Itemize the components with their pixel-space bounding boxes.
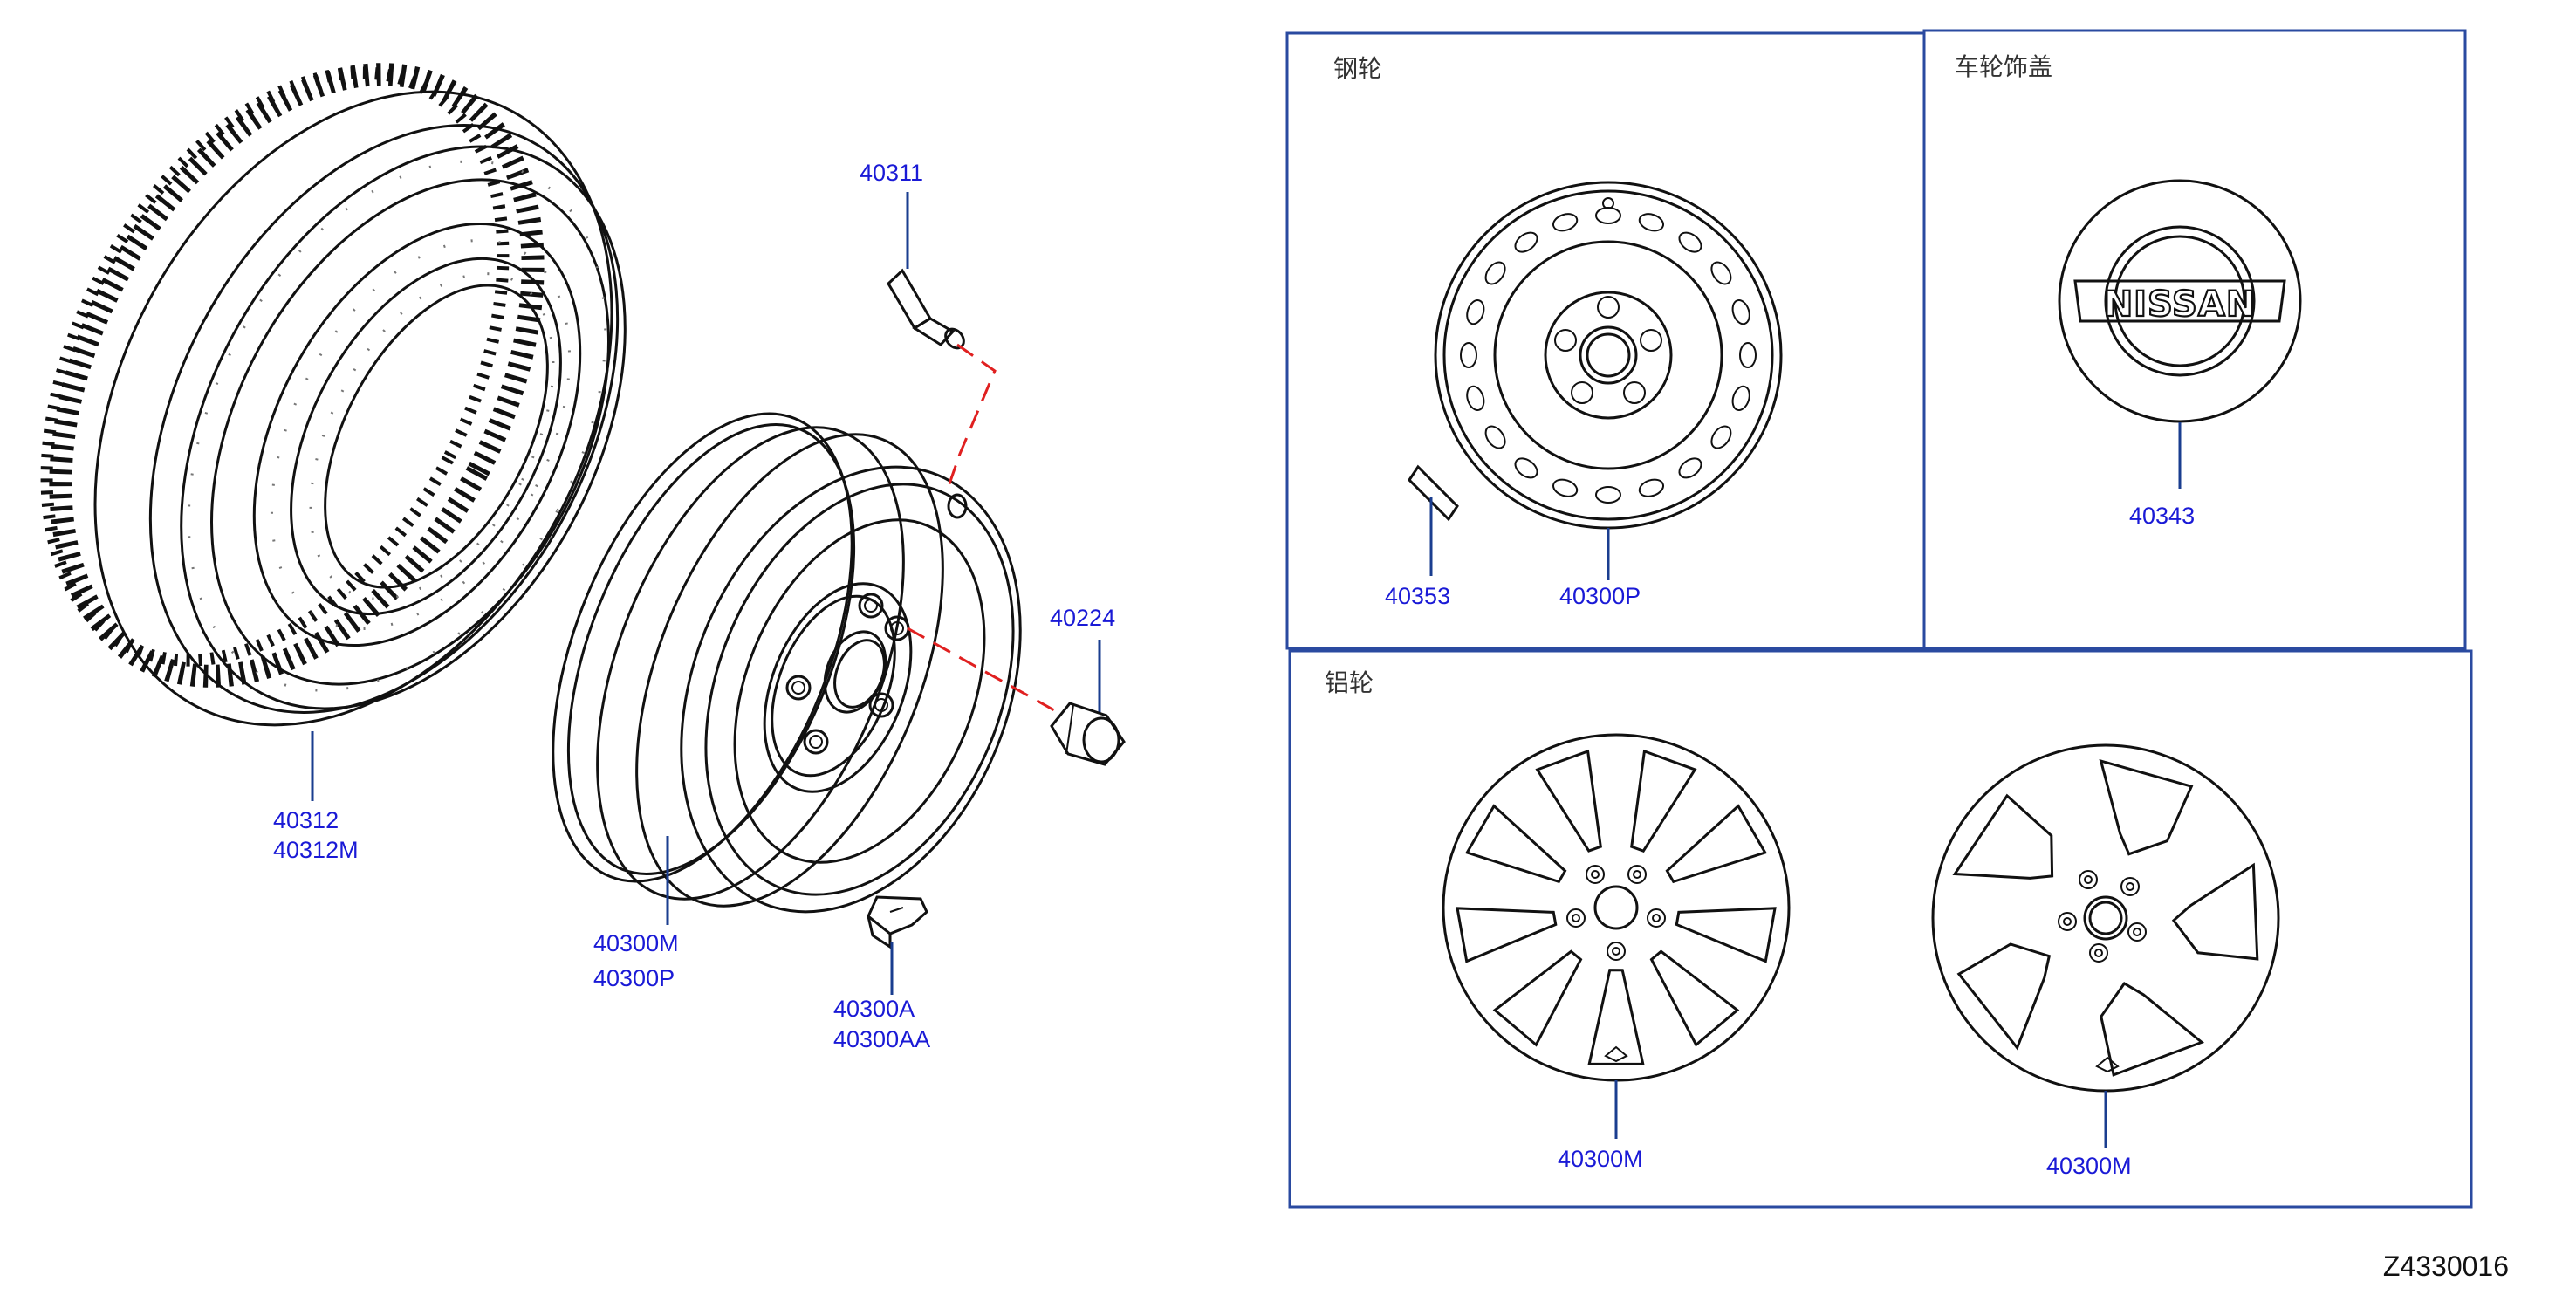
steel-wheel-holes [1460,207,1757,504]
steel-wheel-hole [1678,231,1702,253]
label-40311: 40311 [860,160,923,186]
wheel-illustration [552,412,1022,914]
nissan-logo-text: NISSAN [2104,284,2257,325]
label-40224: 40224 [1050,605,1115,631]
steel-wheel-hole [1466,298,1485,325]
balance-weight-illustration [867,895,928,949]
steel-wheel-frame [1285,31,1926,650]
label-40312m: 40312M [273,837,359,863]
steel-wheel-hole [1638,478,1665,497]
label-40300aa: 40300AA [833,1026,930,1052]
steel-wheel-hole [1595,486,1621,504]
label-40300m: 40300M [593,930,679,956]
label-40300a: 40300A [833,996,915,1022]
alloy-spoke-opening [1665,804,1767,884]
alloy-spoke-opening [1456,907,1558,963]
alloy-wheel-5-spoke-openings [1952,758,2259,1077]
alloy-spoke-opening [1492,949,1583,1047]
alloy-wheel-5-spoke-illustration [1931,743,2280,1093]
section-label-aluminum-wheel: 铝轮 [1325,668,1374,697]
alloy-spoke-opening [1952,793,2054,880]
steel-wheel-hole [1514,231,1538,253]
steel-wheel-hole [1484,425,1506,449]
label-40353: 40353 [1385,583,1450,609]
section-label-steel-wheel: 钢轮 [1333,54,1382,83]
nissan-ornament-illustration: NISSAN [2058,179,2302,423]
alloy-spoke-opening [1465,804,1567,884]
label-40300p: 40300P [593,965,675,991]
alloy-spoke-opening [1956,942,2052,1051]
alloy-spoke-opening [1649,949,1740,1047]
alloy-wheel-9-spoke-illustration [1442,733,1791,1082]
label-40300m-alloy-9: 40300M [1558,1146,1643,1172]
wheel-nut-illustration [1050,702,1126,766]
aluminum-wheel-frame [1288,649,2473,1209]
steel-wheel-illustration [1434,181,1783,530]
alloy-spoke-opening [1587,969,1645,1065]
tire-illustration [40,63,627,727]
alloy-spoke-opening [2100,982,2205,1077]
steel-weight-illustration [1408,464,1459,522]
steel-wheel-hole [1484,261,1506,285]
wheel-cover-frame [1922,29,2467,650]
alloy-spoke-opening [1630,749,1697,853]
label-40300m-alloy-5: 40300M [2046,1153,2132,1179]
steel-wheel-hole [1514,457,1538,479]
steel-wheel-hole [1552,213,1579,232]
alloy-wheel-9-spoke-openings [1456,749,1777,1065]
steel-wheel-hole [1731,298,1750,325]
valve-stem-illustration [887,268,965,350]
alloy-spoke-opening [2099,758,2194,856]
label-40343: 40343 [2129,503,2195,529]
label-40300p-steel: 40300P [1559,583,1641,609]
section-label-wheel-cover: 车轮饰盖 [1955,52,2052,81]
label-40312: 40312 [273,807,339,833]
steel-wheel-hole [1710,261,1732,285]
steel-wheel-hole [1710,425,1732,449]
diagram-id: Z4330016 [2383,1250,2509,1282]
steel-wheel-hole [1460,342,1477,368]
steel-wheel-hole [1638,213,1665,232]
steel-wheel-hole [1466,385,1485,412]
alloy-spoke-opening [1535,749,1602,853]
steel-wheel-hole [1595,207,1621,224]
steel-wheel-hole [1731,385,1750,412]
valve-dashed-line [946,343,997,490]
steel-wheel-hole [1739,342,1757,368]
steel-wheel-hole [1678,457,1702,479]
alloy-spoke-opening [2171,862,2259,961]
alloy-spoke-opening [1675,907,1777,963]
steel-wheel-hole [1552,478,1579,497]
